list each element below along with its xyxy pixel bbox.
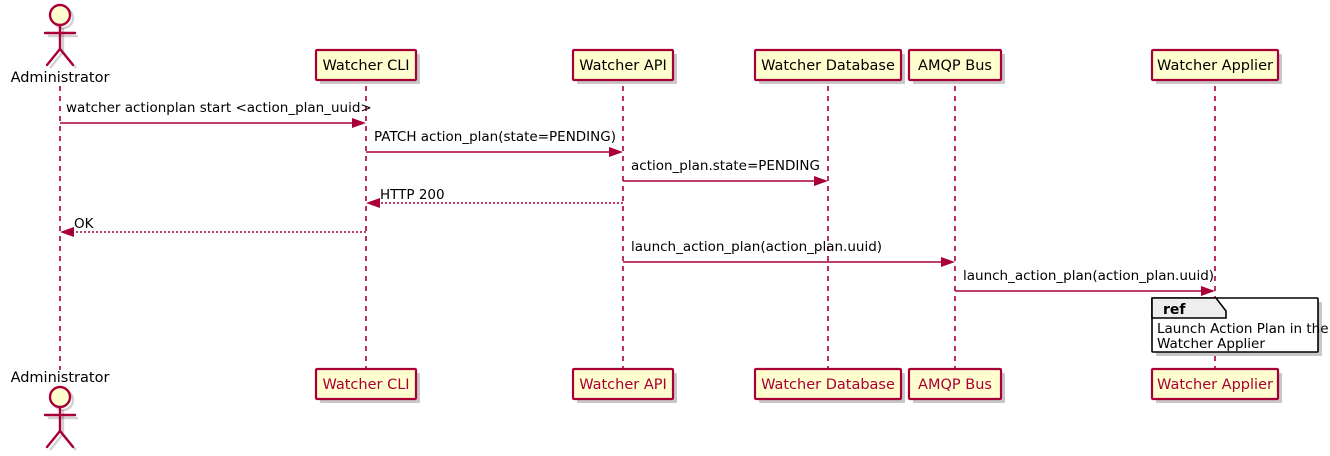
message-2-arrowhead-icon [609, 147, 623, 157]
actor-label-administrator-top: Administrator [11, 70, 110, 86]
message-3-action-plan-state-pending[interactable]: action_plan.state=PENDING [623, 158, 828, 186]
participant-watcher-database-top[interactable]: Watcher Database [753, 48, 905, 84]
message-3-arrowhead-icon [814, 176, 828, 186]
participant-box-watcher-api-top[interactable] [571, 48, 675, 82]
participant-amqp-bus-bottom[interactable]: AMQP Bus [907, 367, 1005, 403]
message-1-watcher-actionplan-start[interactable]: watcher actionplan start <action_plan_uu… [60, 100, 372, 128]
ref-fragment-text-line-1: Launch Action Plan in the [1157, 321, 1329, 337]
participant-box-watcher-database-bottom[interactable] [753, 367, 903, 401]
participant-box-watcher-api-bottom[interactable] [571, 367, 675, 401]
message-5-label: OK [74, 216, 95, 232]
participant-label-amqp-bus-top: AMQP Bus [918, 58, 992, 74]
message-3-label: action_plan.state=PENDING [631, 158, 820, 174]
message-5-ok[interactable]: OK [60, 216, 366, 237]
message-6-arrowhead-icon [941, 257, 955, 267]
message-7-arrowhead-icon [1201, 286, 1215, 296]
message-2-label: PATCH action_plan(state=PENDING) [374, 129, 616, 145]
participant-label-amqp-bus-bottom: AMQP Bus [918, 377, 992, 393]
participant-box-watcher-database-top[interactable] [753, 48, 903, 82]
message-5-arrowhead-icon [60, 227, 74, 237]
participant-watcher-cli-bottom[interactable]: Watcher CLI [314, 367, 420, 403]
message-7-label: launch_action_plan(action_plan.uuid) [963, 268, 1214, 284]
lifelines-group [59, 86, 1216, 370]
ref-fragment[interactable]: ref Launch Action Plan in the Watcher Ap… [1151, 297, 1329, 356]
participant-label-watcher-applier-bottom: Watcher Applier [1157, 377, 1273, 393]
participant-watcher-api-top[interactable]: Watcher API [571, 48, 677, 84]
participant-watcher-database-bottom[interactable]: Watcher Database [753, 367, 905, 403]
participant-box-amqp-bus-top[interactable] [907, 48, 1003, 82]
ref-fragment-tab-label: ref [1163, 302, 1186, 318]
participant-label-watcher-cli-bottom: Watcher CLI [322, 377, 409, 393]
ref-fragment-text-line-2: Watcher Applier [1157, 336, 1265, 352]
participant-amqp-bus-top[interactable]: AMQP Bus [907, 48, 1005, 84]
actor-leg-left-icon-bottom [45, 429, 62, 449]
participant-watcher-api-bottom[interactable]: Watcher API [571, 367, 677, 403]
participant-label-watcher-applier-top: Watcher Applier [1157, 58, 1273, 74]
message-6-label: launch_action_plan(action_plan.uuid) [631, 239, 882, 255]
message-6-launch-action-plan-to-bus[interactable]: launch_action_plan(action_plan.uuid) [623, 239, 955, 267]
message-4-http-200[interactable]: HTTP 200 [366, 187, 623, 208]
participant-box-watcher-cli-bottom[interactable] [314, 367, 418, 401]
participant-box-amqp-bus-bottom[interactable] [907, 367, 1003, 401]
actor-head-icon [48, 3, 72, 27]
message-4-label: HTTP 200 [380, 187, 445, 203]
ref-fragment-tab [1151, 297, 1227, 319]
actor-head-icon-bottom [48, 385, 72, 409]
participant-label-watcher-cli-top: Watcher CLI [322, 58, 409, 74]
message-7-launch-action-plan-to-applier[interactable]: launch_action_plan(action_plan.uuid) [955, 268, 1215, 296]
participant-label-watcher-database-bottom: Watcher Database [761, 377, 895, 393]
participant-watcher-cli-top[interactable]: Watcher CLI [314, 48, 420, 84]
message-2-patch-action-plan[interactable]: PATCH action_plan(state=PENDING) [366, 129, 623, 157]
participant-watcher-applier-bottom[interactable]: Watcher Applier [1150, 367, 1282, 403]
participant-watcher-applier-top[interactable]: Watcher Applier [1150, 48, 1282, 84]
message-1-arrowhead-icon [352, 118, 366, 128]
actor-leg-left-icon [45, 47, 62, 67]
message-1-label: watcher actionplan start <action_plan_uu… [66, 100, 372, 116]
participant-label-watcher-api-bottom: Watcher API [579, 377, 667, 393]
participant-box-watcher-applier-top[interactable] [1150, 48, 1280, 82]
participant-label-watcher-database-top: Watcher Database [761, 58, 895, 74]
actor-leg-right-icon-bottom [58, 429, 75, 449]
participant-label-watcher-api-top: Watcher API [579, 58, 667, 74]
message-4-arrowhead-icon [366, 198, 380, 208]
participant-box-watcher-applier-bottom[interactable] [1150, 367, 1280, 401]
participant-box-watcher-cli-top[interactable] [314, 48, 418, 82]
actor-administrator-bottom[interactable]: Administrator [11, 370, 110, 451]
actor-leg-right-icon [58, 47, 75, 67]
actor-administrator-top[interactable]: Administrator [11, 3, 110, 86]
actor-label-administrator-bottom: Administrator [11, 370, 110, 386]
